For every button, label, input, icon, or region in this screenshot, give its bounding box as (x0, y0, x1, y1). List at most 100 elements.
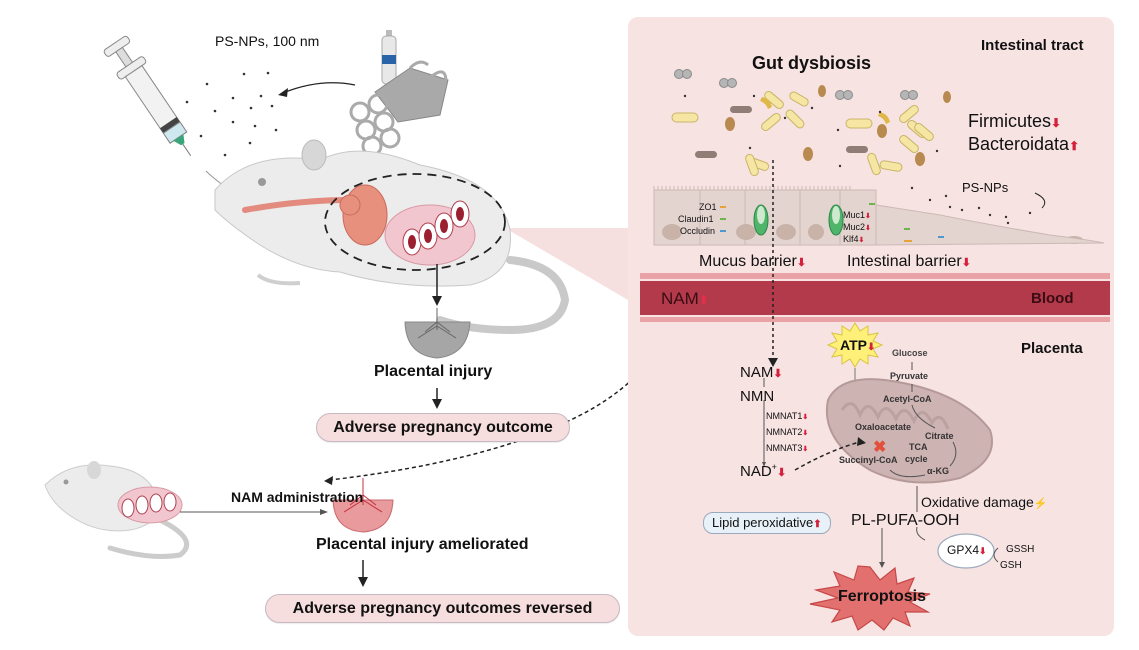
acetyl-coa-label: Acetyl-CoA (883, 394, 932, 404)
arrow-up-icon: ⬆ (813, 519, 822, 530)
arrow-down-icon: ⬇ (773, 368, 783, 380)
nam-text: NAM (740, 364, 774, 381)
arrow-down-icon: ⬇ (802, 430, 809, 437)
firmicutes-text: Firmicutes (968, 111, 1052, 131)
nad-superscript: + (771, 462, 777, 472)
succinyl-coa-label: Succinyl-CoA (839, 455, 898, 465)
adverse-outcomes-reversed-box: Adverse pregnancy outcomes reversed (265, 594, 620, 623)
arrow-down-icon: ⬇ (865, 225, 871, 232)
nmnat2-label: NMNAT2⬇ (766, 427, 809, 438)
nmnat1-text: NMNAT1 (766, 411, 803, 421)
firmicutes-label: Firmicutes⬇ (968, 112, 1061, 130)
face-mask-icon (374, 60, 449, 123)
nam-label: NAM⬇ (740, 365, 783, 380)
oxidative-damage-text: Oxidative damage (921, 494, 1034, 510)
nmnat3-text: NMNAT3 (766, 443, 803, 453)
intestinal-barrier-label: Intestinal barrier⬇ (847, 254, 971, 270)
mucus-barrier-text: Mucus barrier (699, 253, 797, 270)
arrow-down-icon: ⬇ (865, 213, 871, 220)
injured-placenta-icon (404, 308, 471, 359)
arrow-down-icon: ⬇ (1051, 116, 1062, 130)
muc1-label: Muc1⬇ (843, 210, 871, 221)
muc1-text: Muc1 (843, 210, 866, 220)
nad-text: NAD (740, 463, 772, 480)
nad-to-tca-arrow (794, 441, 861, 471)
arrow-down-icon: ⬇ (802, 414, 809, 421)
gpx4-bubble (937, 533, 995, 569)
bacteroidata-label: Bacteroidata⬆ (968, 135, 1079, 153)
mucus-barrier-label: Mucus barrier⬇ (699, 254, 806, 270)
blood-label: Blood (1031, 290, 1074, 307)
nmnat2-text: NMNAT2 (766, 427, 803, 437)
intestinal-barrier-text: Intestinal barrier (847, 253, 962, 270)
treated-mouse-illustration (44, 461, 190, 559)
lightning-icon: ⚡ (1033, 498, 1048, 510)
six-pack-rings-icon (349, 93, 401, 157)
intestinal-epithelium (653, 186, 1105, 246)
ps-nps-dose-label: PS-NPs, 100 nm (215, 33, 320, 49)
healthy-placenta-icon (332, 478, 394, 533)
intestinal-tract-label: Intestinal tract (981, 37, 1084, 54)
nanoparticle-dots (185, 71, 278, 157)
arrow-down-icon: ⬇ (866, 342, 876, 353)
blocked-cross-icon: ✖ (873, 439, 886, 456)
pl-pufa-ooh-label: PL-PUFA-OOH (851, 512, 960, 529)
alpha-kg-label: α-KG (927, 466, 950, 476)
arrow-up-icon: ⬆ (1069, 139, 1080, 153)
atp-text: ATP (840, 337, 867, 353)
atp-label: ATP⬇ (840, 338, 875, 353)
nmn-label: NMN (740, 388, 775, 405)
ferroptosis-burst (809, 565, 931, 631)
gssh-label: GSSH (1006, 544, 1035, 555)
nad-label: NAD+⬇ (740, 462, 787, 480)
gut-bacteria-cluster (671, 69, 951, 190)
arrow-down-icon: ⬇ (979, 546, 987, 556)
placental-injury-ameliorated-label: Placental injury ameliorated (316, 536, 529, 553)
gpx4-label: GPX4⬇ (947, 544, 987, 556)
muc2-text: Muc2 (843, 222, 866, 232)
klf4-text: Klf4 (843, 234, 859, 244)
zo1-label: ZO1 (699, 202, 717, 212)
bacteroidata-text: Bacteroidata (968, 134, 1070, 154)
arrow-up-icon: ⬆ (698, 293, 709, 307)
gsh-label: GSH (1000, 560, 1022, 571)
lipid-peroxidative-box: Lipid peroxidative⬆ (703, 512, 831, 534)
glucose-label: Glucose (892, 348, 928, 358)
blood-vessel (640, 273, 1110, 322)
nmnat1-label: NMNAT1⬇ (766, 411, 809, 422)
gut-dysbiosis-label: Gut dysbiosis (752, 53, 872, 73)
placenta-label: Placenta (1021, 340, 1083, 357)
arrow-down-icon: ⬇ (858, 237, 865, 244)
arrow-down-icon: ⬇ (802, 446, 809, 453)
nmnat3-label: NMNAT3⬇ (766, 443, 809, 454)
pyruvate-label: Pyruvate (890, 371, 929, 381)
citrate-label: Citrate (925, 431, 954, 441)
arrow-down-icon: ⬇ (776, 467, 787, 479)
ferroptosis-label: Ferroptosis (838, 588, 927, 605)
oxaloacetate-label: Oxaloacetate (855, 422, 912, 432)
zoom-wedge (505, 228, 628, 300)
atp-burst (826, 322, 884, 368)
oxidative-damage-label: Oxidative damage⚡ (921, 495, 1048, 510)
arrow-down-icon: ⬇ (961, 257, 971, 269)
focus-dashed-outline (324, 173, 506, 271)
source-arrow (282, 82, 356, 94)
nam-blood-label: NAM⬆ (661, 290, 709, 307)
nam-blood-text: NAM (661, 289, 699, 308)
gpx4-text: GPX4 (947, 543, 980, 557)
ps-nps-label: PS-NPs (962, 180, 1009, 195)
muc2-label: Muc2⬇ (843, 222, 871, 233)
syringe-icon (103, 35, 192, 157)
mitochondrion-icon (825, 378, 993, 484)
tca-label: TCA (909, 442, 928, 452)
occludin-label: Occludin (680, 226, 716, 236)
cycle-label: cycle (905, 454, 928, 464)
pregnant-mouse-illustration (214, 139, 570, 335)
arrow-down-icon: ⬇ (796, 257, 807, 269)
adverse-outcome-box: Adverse pregnancy outcome (316, 413, 570, 442)
klf4-label: Klf4⬇ (843, 234, 865, 245)
claudin1-label: Claudin1 (678, 214, 714, 224)
lipid-peroxidative-text: Lipid peroxidative (712, 515, 814, 530)
nam-administration-label: NAM administration (231, 489, 364, 505)
